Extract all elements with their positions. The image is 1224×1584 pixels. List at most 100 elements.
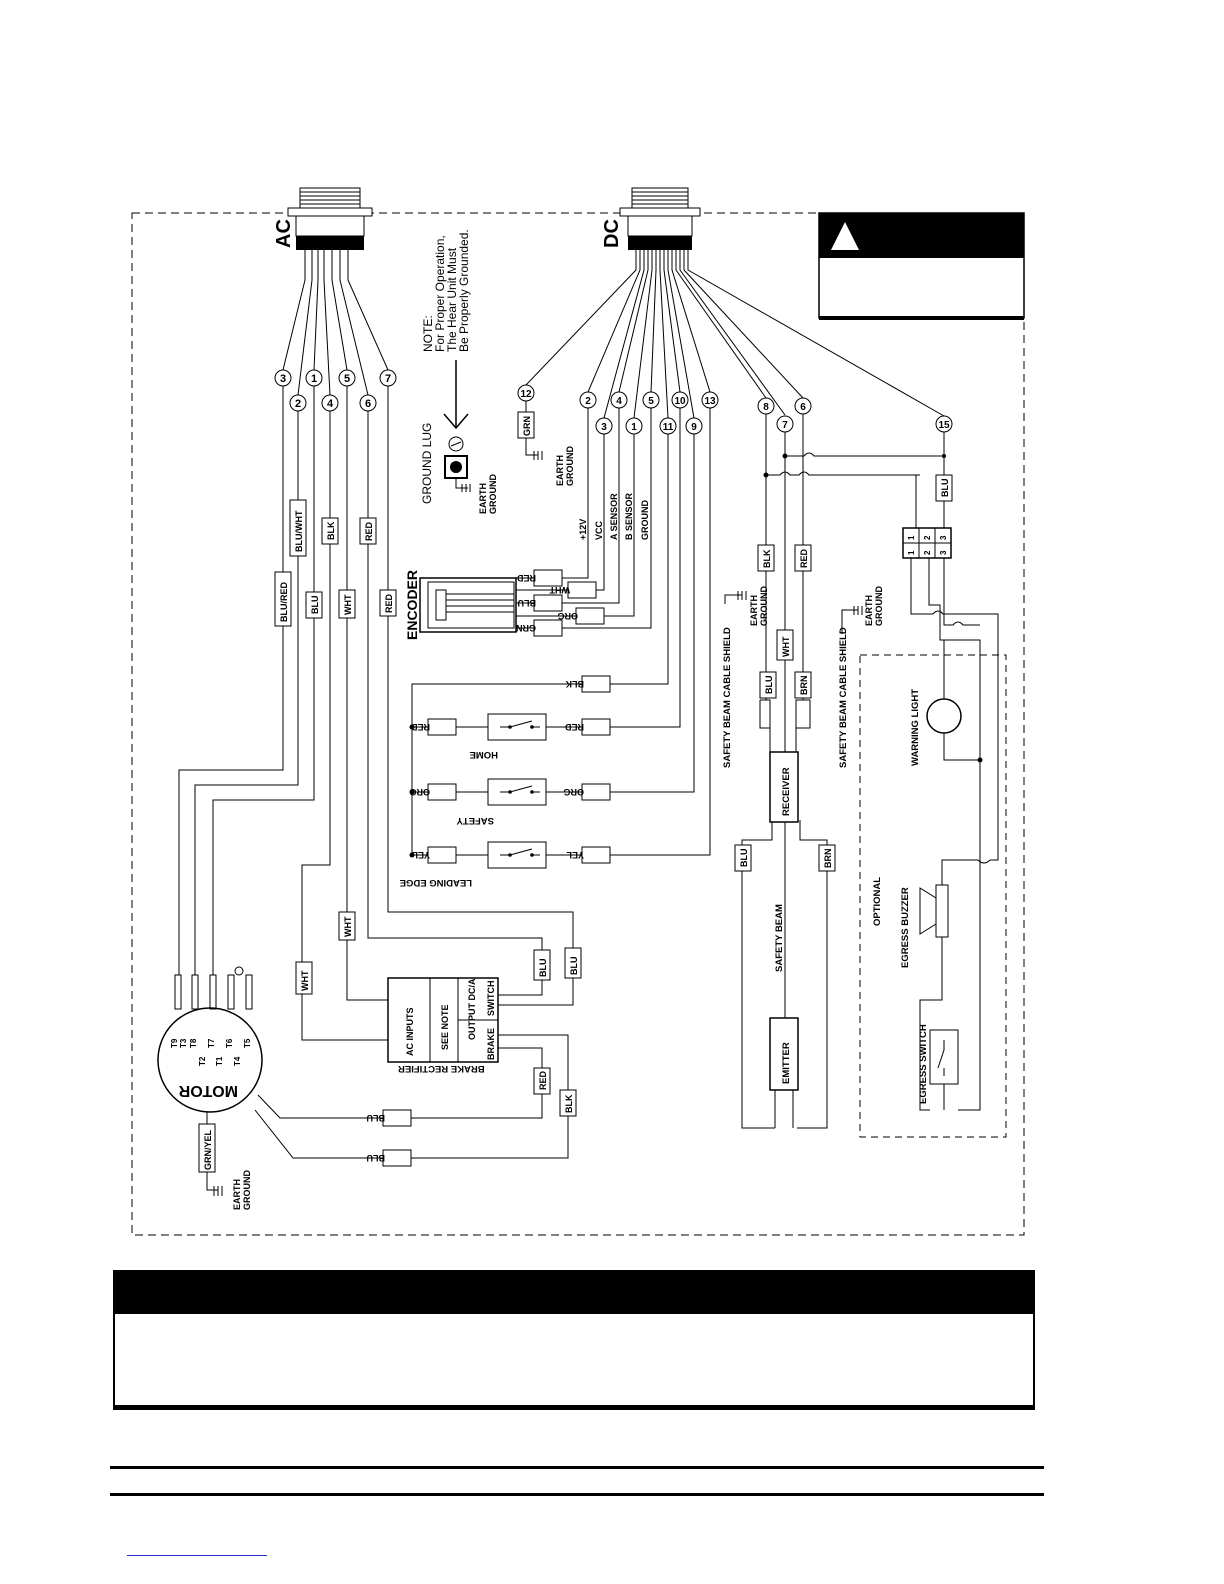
svg-text:EARTH: EARTH <box>232 1179 242 1210</box>
switch-nodes <box>409 724 415 858</box>
svg-text:3: 3 <box>601 422 607 433</box>
svg-text:BLU: BLU <box>518 598 537 608</box>
svg-text:YEL: YEL <box>566 850 584 860</box>
svg-text:EMITTER: EMITTER <box>781 1042 792 1084</box>
svg-text:EARTH: EARTH <box>478 483 488 514</box>
svg-text:3: 3 <box>280 373 286 385</box>
ac-pin-circles: 3 2 1 4 5 6 7 <box>274 369 397 412</box>
footer-link[interactable] <box>127 1555 267 1556</box>
svg-text:GROUND: GROUND <box>242 1170 252 1210</box>
dc-pin-circles: 12 2 3 4 1 5 11 10 9 13 8 7 6 15 <box>517 384 953 435</box>
svg-text:SAFETY BEAM CABLE SHIELD: SAFETY BEAM CABLE SHIELD <box>722 627 733 768</box>
svg-text:6: 6 <box>800 402 806 413</box>
svg-text:RED: RED <box>516 573 536 583</box>
shield-ground-labels: EARTH GROUND EARTH GROUND <box>749 586 884 626</box>
svg-text:RED: RED <box>538 1070 548 1090</box>
svg-text:GROUND: GROUND <box>874 586 884 626</box>
svg-text:BLU: BLU <box>940 479 950 498</box>
svg-text:8: 8 <box>763 402 769 413</box>
svg-text:SAFETY BEAM CABLE SHIELD: SAFETY BEAM CABLE SHIELD <box>838 627 849 768</box>
diagram-border <box>131 212 1025 1236</box>
ground-note: NOTE: For Proper Operation, The Hear Uni… <box>421 229 471 352</box>
footer-rule-bottom <box>110 1493 1044 1496</box>
emitter: EMITTER <box>769 1017 799 1128</box>
svg-text:9: 9 <box>691 422 697 433</box>
optional-box <box>859 654 1007 1138</box>
svg-text:EGRESS SWITCH: EGRESS SWITCH <box>918 1024 929 1104</box>
svg-text:GROUND: GROUND <box>640 500 650 540</box>
encoder: ENCODER <box>404 570 517 640</box>
buzzer-icon <box>919 884 949 938</box>
svg-text:RECEIVER: RECEIVER <box>781 767 792 816</box>
leading-edge-switch: LEADING EDGE <box>400 841 547 888</box>
svg-text:2: 2 <box>923 535 932 540</box>
shield-grounds <box>724 591 863 634</box>
svg-text:B SENSOR: B SENSOR <box>624 492 634 540</box>
svg-text:T8: T8 <box>189 1038 198 1048</box>
svg-text:2: 2 <box>585 396 591 407</box>
svg-text:BLU: BLU <box>367 1153 386 1163</box>
svg-text:RED: RED <box>410 722 430 732</box>
svg-text:11: 11 <box>663 422 674 433</box>
svg-text:4: 4 <box>616 396 622 407</box>
warning-triangle-icon <box>831 222 859 250</box>
rectifier-output-labels: RED BLK BLU BLU <box>367 1067 577 1167</box>
svg-text:4: 4 <box>327 398 334 410</box>
svg-text:12: 12 <box>520 389 532 400</box>
svg-text:BLK: BLK <box>565 679 584 689</box>
svg-text:NOTE:: NOTE: <box>421 315 435 352</box>
svg-text:15: 15 <box>938 420 950 431</box>
svg-text:GROUND: GROUND <box>488 474 498 514</box>
svg-text:1: 1 <box>311 373 317 385</box>
svg-text:WHT: WHT <box>343 916 353 937</box>
svg-text:ENCODER: ENCODER <box>404 570 420 640</box>
ac-connector: AC <box>273 187 373 250</box>
svg-text:VCC: VCC <box>594 520 604 540</box>
svg-text:2: 2 <box>295 398 301 410</box>
svg-text:BLU: BLU <box>764 676 774 695</box>
dc-grn-ground: GRN EARTH GROUND <box>517 401 575 486</box>
svg-text:LEADING EDGE: LEADING EDGE <box>400 877 472 888</box>
svg-text:EARTH: EARTH <box>864 595 874 626</box>
ac-pin-7: 7 <box>379 369 397 387</box>
terminal-wires <box>910 432 999 864</box>
svg-text:YEL: YEL <box>412 850 430 860</box>
svg-text:OPTIONAL: OPTIONAL <box>872 877 883 926</box>
svg-text:EARTH: EARTH <box>749 595 759 626</box>
svg-text:Be Properly Grounded.: Be Properly Grounded. <box>457 229 471 352</box>
svg-text:BLK: BLK <box>762 549 772 568</box>
svg-text:T6: T6 <box>225 1038 234 1048</box>
svg-text:7: 7 <box>782 420 788 431</box>
svg-text:BLK: BLK <box>564 1094 574 1113</box>
dc-connector: DC <box>601 187 701 250</box>
ac-label: AC <box>273 219 295 248</box>
svg-text:2: 2 <box>923 550 932 555</box>
footer-rule-top <box>110 1466 1044 1469</box>
svg-text:RED: RED <box>564 722 584 732</box>
svg-text:SWITCH: SWITCH <box>486 981 496 1017</box>
encoder-signal-labels: +12V VCC A SENSOR B SENSOR GROUND <box>578 492 650 540</box>
safety-beam-labels: BLK RED WHT BLU BRN BLU BRN SAFETY BEAM … <box>722 544 849 972</box>
optional-devices: OPTIONAL WARNING LIGHT EGRESS BUZZER EGR… <box>872 640 983 1111</box>
ground-lug: GROUND LUG EARTH GROUND <box>420 423 498 514</box>
svg-text:T3: T3 <box>179 1038 188 1048</box>
encoder-wire-labels: RED WHT BLU ORG GRN <box>516 569 605 637</box>
svg-text:3: 3 <box>939 535 948 540</box>
egress-switch-icon <box>929 1029 959 1085</box>
svg-text:BRN: BRN <box>823 849 833 869</box>
svg-text:GROUND: GROUND <box>565 446 575 486</box>
ground-lug-label: GROUND LUG <box>420 423 434 504</box>
dc-label: DC <box>601 219 623 248</box>
svg-text:BRN: BRN <box>799 676 809 696</box>
arrow-icon <box>443 360 469 430</box>
svg-text:+12V: +12V <box>578 519 588 540</box>
ac-pin-1: 1 <box>305 369 323 387</box>
ac-pin-2: 2 <box>289 394 307 412</box>
svg-text:WARNING LIGHT: WARNING LIGHT <box>910 689 921 766</box>
svg-text:BLU: BLU <box>739 849 749 868</box>
svg-text:T4: T4 <box>233 1056 242 1066</box>
svg-text:ORG: ORG <box>563 787 584 797</box>
svg-text:ORG: ORG <box>409 787 430 797</box>
svg-text:BLU/RED: BLU/RED <box>279 582 289 622</box>
